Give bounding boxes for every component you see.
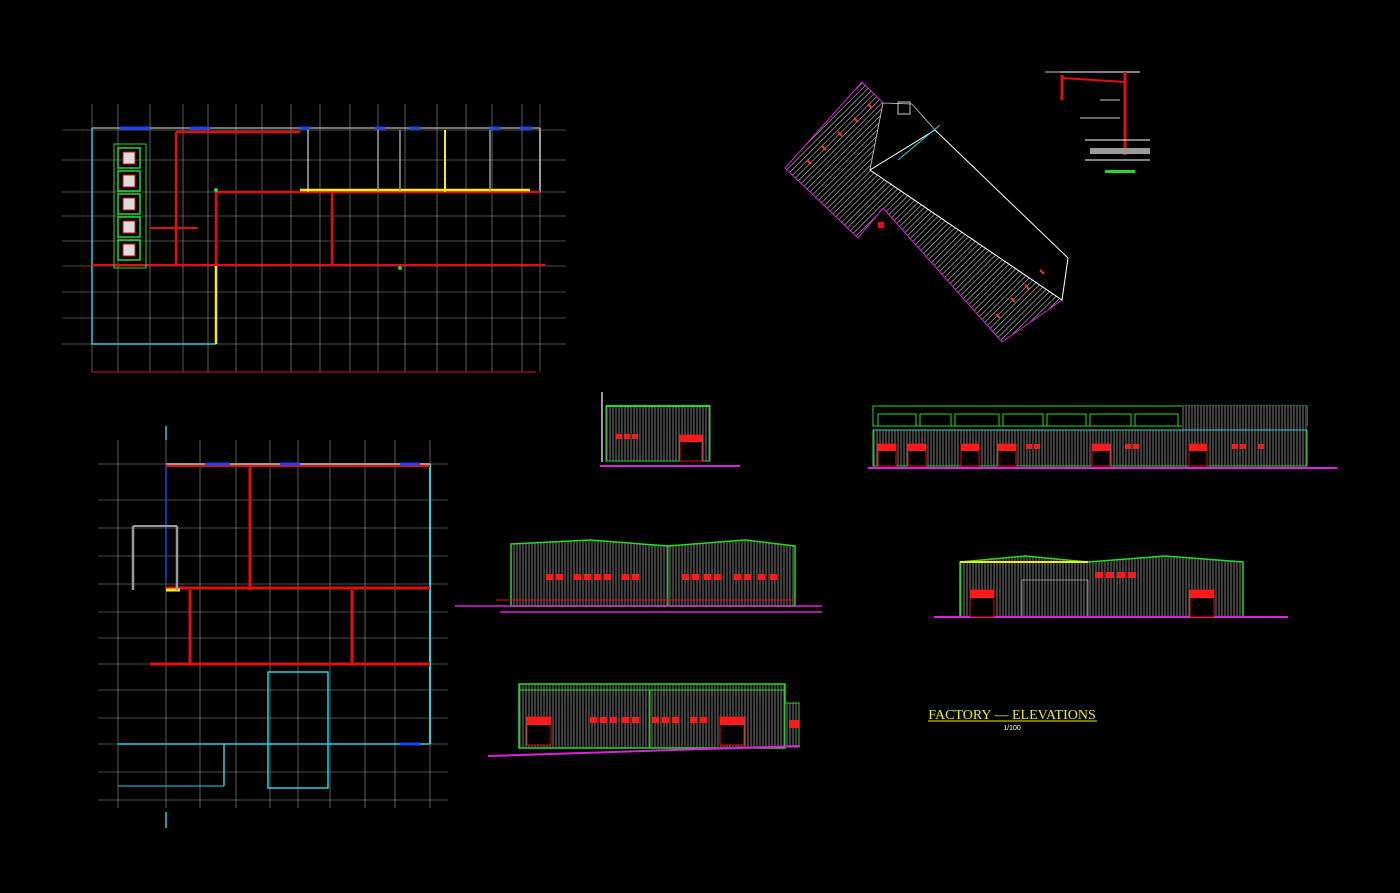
door-header (908, 444, 926, 451)
window (584, 574, 591, 580)
window-row (546, 574, 777, 580)
window (714, 574, 721, 580)
window (632, 717, 639, 723)
bay-panel (1089, 413, 1132, 427)
window (700, 717, 707, 723)
window (1240, 444, 1246, 449)
window (652, 717, 659, 723)
tank-core (122, 220, 136, 234)
door-header (1189, 444, 1207, 451)
tank (117, 147, 141, 169)
tank-core (122, 174, 136, 188)
window-row (616, 434, 638, 439)
door-header (878, 444, 896, 451)
loading-doors (877, 443, 1264, 467)
tank (117, 193, 141, 215)
window (662, 717, 669, 723)
elevation-rear (487, 683, 801, 757)
window (622, 574, 629, 580)
window (632, 574, 639, 580)
window (690, 717, 697, 723)
drawing-scale: 1/100 (1003, 725, 1021, 732)
bay-panel (954, 413, 1000, 427)
plan-bottom-grid-lines (98, 440, 448, 808)
tank (117, 216, 141, 238)
elevation-long-front (868, 405, 1337, 469)
window (1034, 444, 1040, 449)
window (574, 574, 581, 580)
tank (117, 170, 141, 192)
drawing-title: FACTORY — ELEVATIONS (928, 708, 1096, 723)
window (1125, 444, 1131, 449)
door-header (998, 444, 1016, 451)
bay-panel (919, 413, 952, 427)
roof-markers (806, 103, 1045, 319)
window (610, 717, 617, 723)
bay-panel (877, 413, 917, 427)
window (758, 574, 765, 580)
window (546, 574, 553, 580)
title-block: FACTORY — ELEVATIONS 1/100 (928, 708, 1097, 732)
plan-top-walls (91, 126, 545, 373)
window (692, 574, 699, 580)
window (704, 574, 711, 580)
marker (398, 266, 402, 270)
window (770, 574, 777, 580)
elevation-small-end (600, 392, 740, 467)
marker (214, 188, 218, 192)
door-header (961, 444, 979, 451)
window (594, 574, 601, 580)
window (600, 717, 607, 723)
room-outline (267, 671, 329, 789)
window (734, 574, 741, 580)
plan-bottom-walls (118, 426, 431, 828)
bay-panel (1002, 413, 1044, 427)
elevation-side-gable (934, 555, 1288, 618)
elevation-twin-gable (455, 539, 822, 613)
door-header (1092, 444, 1110, 451)
tank-core (122, 151, 136, 165)
floor-plan-bottom-left (98, 426, 448, 828)
window (604, 574, 611, 580)
tank-frame (113, 143, 147, 269)
floor-plan-top-left (62, 104, 566, 373)
window (590, 717, 597, 723)
bay-panel (1046, 413, 1087, 427)
roof-site-plan (784, 81, 1069, 343)
window (744, 574, 751, 580)
window (1133, 444, 1139, 449)
window (622, 717, 629, 723)
window-row (590, 717, 707, 723)
window (682, 574, 689, 580)
window (1232, 444, 1238, 449)
window (1258, 444, 1264, 449)
window (1026, 444, 1032, 449)
construction-detail (1045, 71, 1150, 173)
tank-core (122, 243, 136, 257)
elevation-top-bays (877, 413, 1179, 427)
window (672, 717, 679, 723)
equipment-tanks (113, 143, 147, 269)
bay-panel (1134, 413, 1179, 427)
tank (117, 239, 141, 261)
tank-core (122, 197, 136, 211)
window (556, 574, 563, 580)
